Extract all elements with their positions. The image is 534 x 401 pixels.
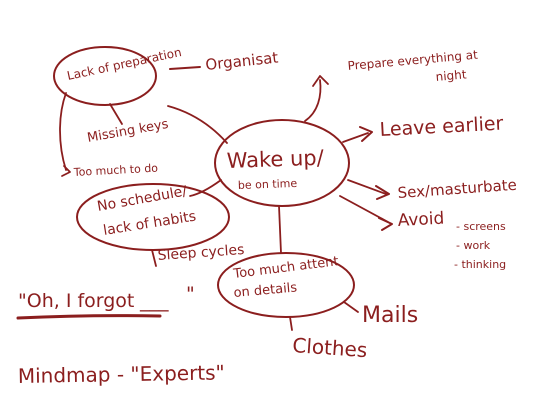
connector-center-prepare bbox=[304, 79, 322, 122]
connector-center-attention bbox=[278, 205, 282, 254]
clothes-label: Clothes bbox=[292, 333, 368, 362]
connector-preparation-todo bbox=[59, 92, 67, 171]
center-label-line1: Wake up/ bbox=[226, 146, 325, 173]
avoid-item-work: - work bbox=[456, 239, 491, 252]
footer-title: Mindmap - "Experts" bbox=[18, 360, 225, 388]
connector-schedule-sleep bbox=[151, 249, 157, 267]
attention-bubble bbox=[217, 252, 355, 318]
missing-keys-label: Missing keys bbox=[86, 117, 170, 146]
avoid-label: Avoid bbox=[397, 209, 445, 231]
preparation-bubble bbox=[53, 46, 157, 106]
connector-center-leave bbox=[342, 132, 369, 143]
connector-preparation-organisation bbox=[169, 66, 201, 70]
no-schedule-label-line2: lack of habits bbox=[102, 208, 197, 238]
connector-center-schedule bbox=[189, 179, 222, 197]
leave-earlier-label: Leave earlier bbox=[379, 113, 504, 141]
connector-center-sex bbox=[347, 179, 387, 195]
mails-label: Mails bbox=[362, 303, 418, 328]
arrow-sex bbox=[375, 185, 390, 200]
avoid-item-thinking: - thinking bbox=[454, 258, 506, 271]
too-much-to-do-label: Too much to do bbox=[72, 162, 158, 179]
attention-label-line2: on details bbox=[233, 280, 298, 301]
arrow-todo bbox=[61, 165, 71, 177]
prepare-label-line2: night bbox=[435, 67, 467, 84]
quote-blank: ___ bbox=[139, 290, 169, 312]
organisation-label: Organisat bbox=[205, 48, 280, 74]
quote-close: " bbox=[186, 283, 195, 305]
connector-attention-clothes bbox=[289, 316, 293, 331]
center-label-line2: be on time bbox=[238, 177, 298, 192]
quote-underline bbox=[16, 314, 162, 320]
avoid-item-screens: - screens bbox=[456, 220, 506, 233]
center-bubble bbox=[214, 119, 350, 207]
arrow-prepare bbox=[312, 75, 329, 87]
sleep-cycles-label: Sleep cycles bbox=[157, 242, 245, 264]
schedule-bubble bbox=[76, 183, 230, 251]
connector-preparation-keys bbox=[109, 103, 123, 125]
no-schedule-label-line1: No schedule/ bbox=[96, 183, 189, 215]
arrow-avoid bbox=[378, 217, 393, 231]
arrow-leave bbox=[359, 126, 373, 142]
quote-text: "Oh, I forgot bbox=[18, 290, 134, 312]
connector-keys-center bbox=[167, 105, 228, 144]
sex-label: Sex/masturbate bbox=[397, 176, 517, 202]
connector-attention-mails bbox=[343, 301, 359, 313]
